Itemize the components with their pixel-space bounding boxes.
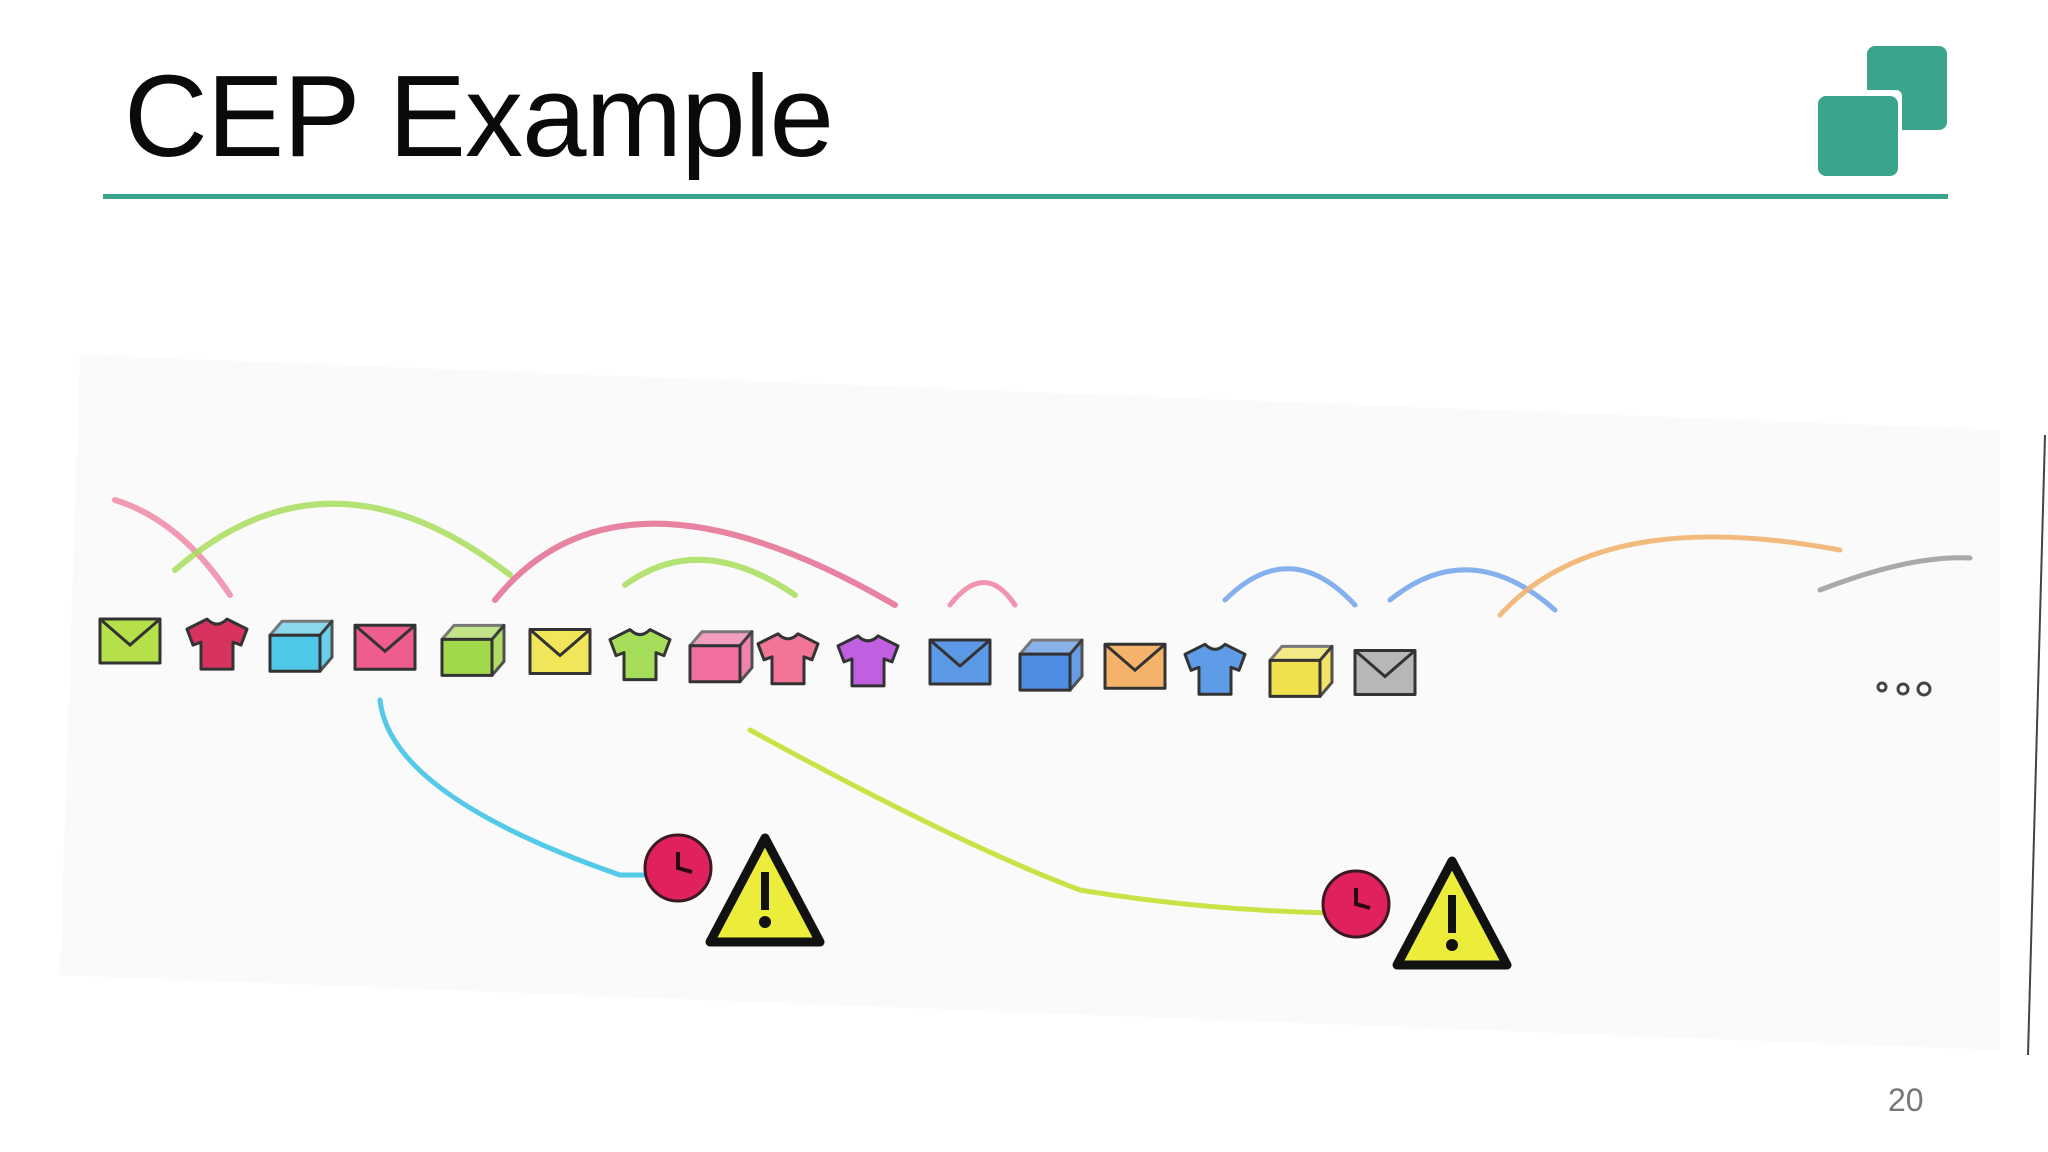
sketch-edge-line (2027, 434, 2046, 1056)
dot (1896, 682, 1910, 696)
envelope-icon (1353, 649, 1417, 696)
envelope-icon (928, 638, 992, 686)
arc (112, 497, 233, 598)
arc (492, 520, 898, 608)
logo-icon (1812, 44, 1948, 180)
cep-event-diagram (60, 355, 2046, 1056)
warning-icon (705, 833, 825, 947)
shirt-icon (756, 632, 820, 686)
box-icon (688, 630, 754, 684)
yellow-timeout-line (747, 727, 1333, 916)
correlation-arcs (112, 497, 1973, 916)
ellipsis-icon (1876, 681, 1932, 697)
box-icon (1268, 644, 1334, 698)
shirt-icon (1183, 642, 1247, 696)
envelope-icon (353, 623, 417, 671)
box-icon (268, 619, 334, 673)
arc (1817, 555, 1973, 593)
arc (1497, 534, 1843, 618)
shirt-icon (836, 634, 900, 688)
arc (622, 556, 798, 598)
slide-title: CEP Example (124, 51, 834, 181)
arc (172, 500, 513, 578)
sketch-background (60, 355, 2000, 1050)
shirt-icon (185, 617, 249, 671)
box-icon (440, 623, 506, 677)
arc (947, 580, 1018, 608)
title-divider (103, 194, 1948, 199)
arc (1387, 567, 1558, 613)
envelope-icon (98, 617, 162, 665)
warning-icon (1392, 856, 1512, 970)
envelope-icon (1103, 642, 1167, 690)
envelope-icon (528, 628, 592, 675)
cyan-timeout-line (377, 697, 663, 878)
event-stream (98, 617, 1417, 698)
box-icon (1018, 638, 1084, 692)
shirt-icon (608, 628, 672, 682)
dot (1916, 681, 1932, 697)
page-number: 20 (1888, 1082, 1924, 1118)
clock-icon (1321, 869, 1391, 939)
arc (1222, 566, 1358, 608)
clock-icon (643, 833, 713, 903)
logo-square-front (1818, 96, 1898, 176)
dot (1876, 681, 1888, 693)
